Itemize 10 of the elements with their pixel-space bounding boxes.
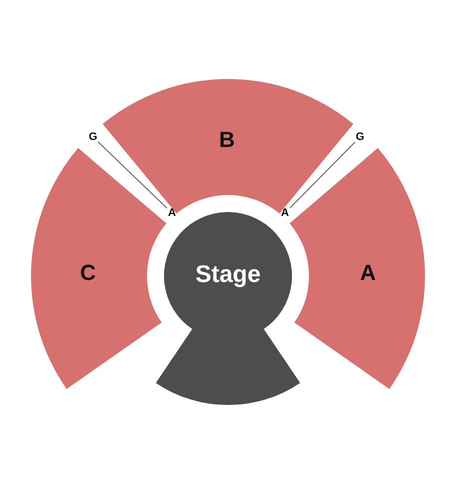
stage-label: Stage bbox=[195, 263, 261, 287]
section-label: C bbox=[80, 262, 96, 284]
row-label: A bbox=[280, 207, 290, 219]
leader-line bbox=[98, 141, 168, 209]
row-label: G bbox=[88, 131, 98, 143]
section-label: A bbox=[360, 262, 376, 284]
leader-line bbox=[290, 142, 356, 208]
row-label: A bbox=[167, 207, 177, 219]
section-label: B bbox=[219, 129, 235, 151]
row-label: G bbox=[355, 131, 365, 143]
